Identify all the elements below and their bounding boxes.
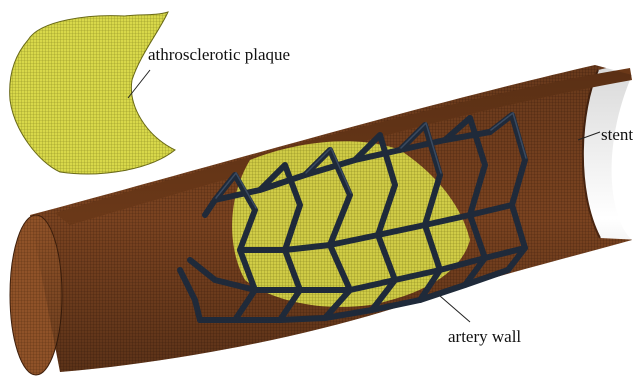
leader-line-artery bbox=[440, 296, 470, 322]
label-stent: stent bbox=[601, 126, 633, 143]
plaque-detached bbox=[10, 12, 175, 174]
label-artery-wall: artery wall bbox=[448, 328, 521, 345]
label-plaque: athrosclerotic plaque bbox=[148, 46, 290, 63]
